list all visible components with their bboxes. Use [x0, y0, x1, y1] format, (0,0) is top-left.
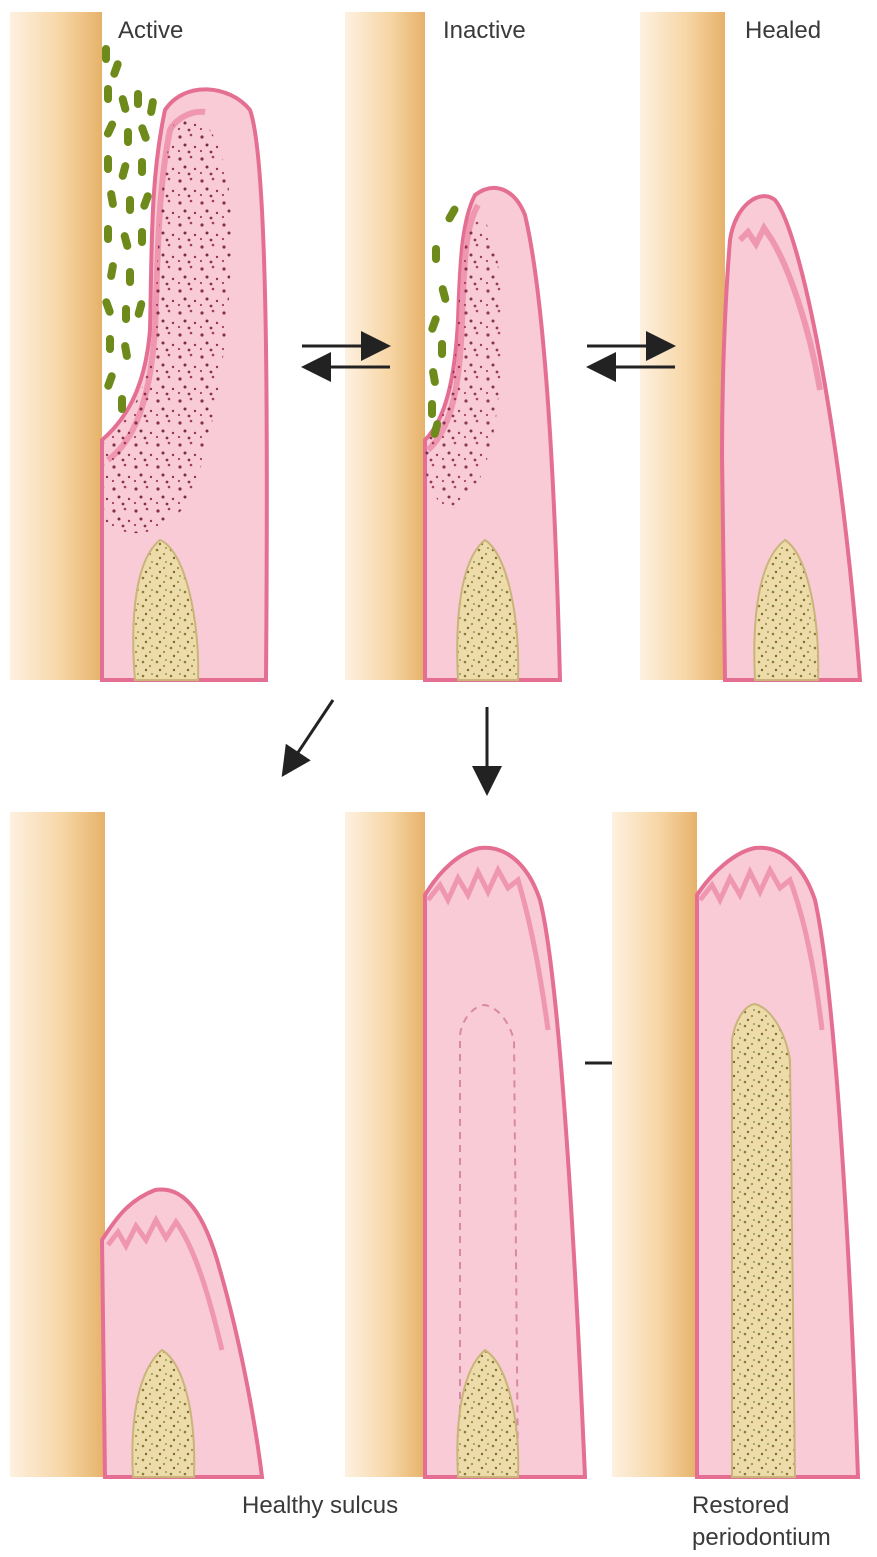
panel-label-healed: Healed	[745, 17, 821, 44]
tooth-root	[345, 812, 425, 1477]
tooth-root	[10, 812, 105, 1477]
panel-healthy-sulcus	[10, 812, 262, 1477]
alveolar-bone	[732, 1004, 795, 1477]
panel-label-active: Active	[118, 17, 183, 44]
caption-restored-line2: periodontium	[692, 1524, 831, 1551]
panel-regenerating	[345, 812, 585, 1477]
tooth-root	[10, 12, 102, 680]
caption-restored-line1: Restored	[692, 1492, 789, 1519]
panel-active: Active	[10, 12, 267, 680]
panel-healed: Healed	[640, 12, 860, 680]
panel-restored	[612, 812, 858, 1477]
tooth-root	[612, 812, 697, 1477]
panel-label-inactive: Inactive	[443, 17, 526, 44]
arrow-active-to-healthy-sulcus	[285, 700, 333, 772]
caption-healthy-sulcus: Healthy sulcus	[242, 1492, 398, 1519]
